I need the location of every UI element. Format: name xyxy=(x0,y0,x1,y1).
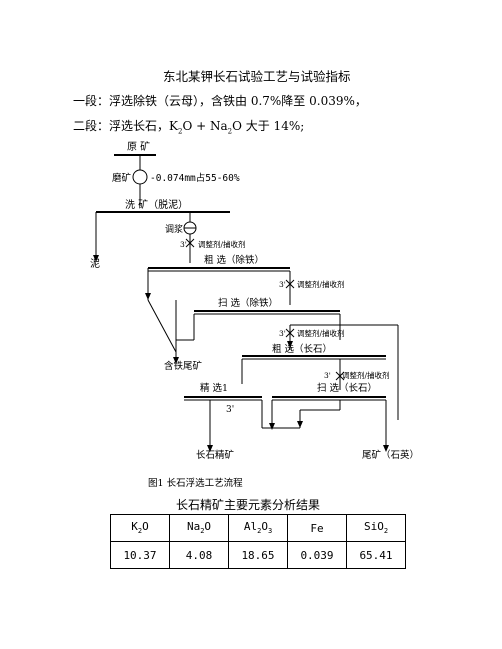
raw-ore-label: 原 矿 xyxy=(127,140,150,153)
flowsheet-diagram: 原 矿 磨矿 -0.074mm占55-60% 洗 矿（脱泥） 泥 调浆 3' 调… xyxy=(90,140,419,461)
header-sio2: SiO2 xyxy=(346,514,406,542)
analysis-table: K2O Na2O Al2O3 Fe SiO2 10.37 4.08 18.65 … xyxy=(110,514,406,569)
value-k2o: 10.37 xyxy=(110,541,170,569)
table-row: 10.37 4.08 18.65 0.039 65.41 xyxy=(110,541,406,569)
value-na2o: 4.08 xyxy=(169,541,229,569)
time-label-3: 3' xyxy=(279,329,286,338)
table-title: 长石精矿主要元素分析结果 xyxy=(176,498,321,512)
value-fe: 0.039 xyxy=(287,541,347,569)
fe-tailings-label: 含铁尾矿 xyxy=(164,360,203,372)
grinding-spec-label: -0.074mm占55-60% xyxy=(150,172,240,184)
header-na2o: Na2O xyxy=(169,514,229,542)
stage1-text: 一段：浮选除铁（云母），含铁由 0.7%降至 0.039%， xyxy=(73,94,367,108)
stage2-text: 二段：浮选长石，K2O + Na2O 大于 14%; xyxy=(73,119,305,136)
scav-fs-label: 扫 选（长石） xyxy=(317,382,377,394)
reagent-label-3: 调整剂/捕收剂 xyxy=(297,328,345,338)
time-label-4: 3' xyxy=(324,371,331,380)
washing-label: 洗 矿（脱泥） xyxy=(125,198,188,211)
concentrate-label: 长石精矿 xyxy=(196,449,235,461)
figure-caption: 图1 长石浮选工艺流程 xyxy=(148,478,243,489)
scav-fe-label: 扫 选（除铁） xyxy=(218,297,278,309)
cleaner-time-label: 3' xyxy=(226,405,234,415)
header-k2o: K2O xyxy=(110,514,170,542)
rough-fe-label: 粗 选（除铁） xyxy=(204,254,264,266)
reagent-label-1: 调整剂/捕收剂 xyxy=(198,239,246,249)
reagent-label-4: 调整剂/捕收剂 xyxy=(342,370,390,380)
header-al2o3: Al2O3 xyxy=(228,514,288,542)
conditioning-label: 调浆 xyxy=(165,223,183,235)
table-header-row: K2O Na2O Al2O3 Fe SiO2 xyxy=(110,514,406,542)
tailings-label: 尾矿（石英） xyxy=(362,449,419,461)
grinding-label: 磨矿 xyxy=(112,172,132,184)
value-al2o3: 18.65 xyxy=(228,541,288,569)
value-sio2: 65.41 xyxy=(346,541,406,569)
time-label-1: 3' xyxy=(180,240,187,249)
header-fe: Fe xyxy=(287,514,347,542)
time-label-2: 3' xyxy=(279,280,286,289)
mud-label: 泥 xyxy=(90,257,100,270)
page-title: 东北某钾长石试验工艺与试验指标 xyxy=(163,69,351,84)
reagent-label-2: 调整剂/捕收剂 xyxy=(297,279,345,289)
cleaner-label: 精 选1 xyxy=(200,382,228,394)
rough-fs-label: 粗 选（长石） xyxy=(272,343,332,355)
